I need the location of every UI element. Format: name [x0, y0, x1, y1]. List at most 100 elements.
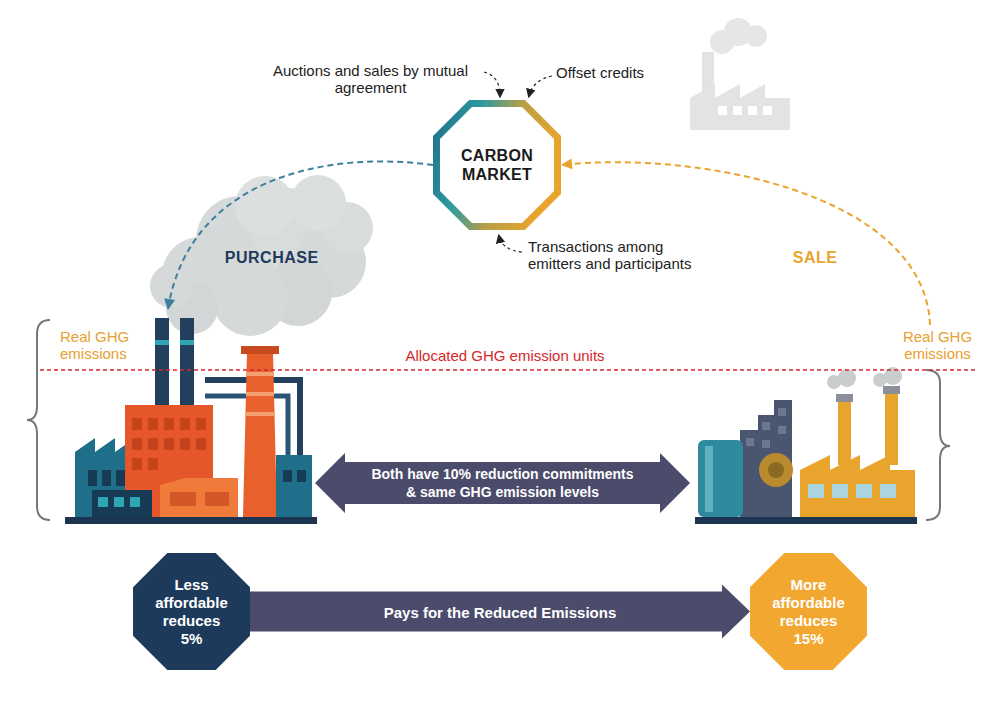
node-text: Real GHG emissions: [60, 328, 155, 363]
dashed-arrow: [561, 158, 930, 325]
right-factory-illustration: [695, 367, 917, 524]
leader-line: [499, 236, 522, 252]
node-text: Real GHG emissions: [895, 328, 980, 363]
dashed-curve: [561, 162, 930, 325]
chimney: [885, 392, 898, 465]
window: [762, 440, 770, 448]
leader-line: [484, 72, 500, 96]
window: [170, 492, 196, 506]
front-building: [160, 478, 238, 517]
window: [748, 106, 757, 115]
window: [148, 438, 158, 450]
block-arrow: [315, 453, 690, 513]
window: [132, 458, 142, 470]
chimney-top: [836, 394, 853, 402]
window: [88, 470, 97, 486]
factory-silhouette: [690, 84, 790, 130]
background-factory: [690, 18, 790, 130]
octagon-shape: [750, 553, 867, 670]
machine-drum: [759, 453, 793, 487]
window: [114, 497, 124, 507]
window: [297, 470, 306, 482]
side-building: [276, 455, 312, 517]
line-label: Allocated GHG emission units: [380, 347, 630, 364]
window: [164, 418, 174, 430]
window: [132, 438, 142, 450]
window: [778, 426, 786, 434]
edge-label: SALE: [793, 249, 838, 267]
low-building: [92, 490, 152, 517]
window: [102, 470, 111, 486]
tower-stripe: [245, 412, 275, 416]
block-arrow: [250, 585, 750, 639]
window: [205, 492, 229, 506]
chimney: [838, 400, 851, 465]
window: [148, 458, 158, 470]
storage-tank: [698, 440, 743, 517]
edge-label: Both have 10% reduction commitments & sa…: [368, 466, 638, 501]
stepped-building: [740, 400, 792, 517]
window: [196, 438, 206, 450]
bracket: [27, 320, 50, 520]
tank-highlight: [705, 446, 713, 512]
window: [116, 470, 125, 486]
window: [180, 418, 190, 430]
window: [808, 484, 824, 498]
edge-label: Pays for the Reduced Emissions: [384, 603, 617, 620]
node-text: Less affordable reduces 5%: [153, 576, 231, 648]
window: [763, 106, 772, 115]
sawtooth-building: [800, 455, 915, 517]
tower-cap: [241, 346, 279, 354]
window: [283, 470, 292, 482]
chimney: [155, 318, 169, 418]
machine-hub: [768, 462, 784, 478]
window: [832, 484, 848, 498]
cloud-puff: [235, 176, 295, 236]
bracket: [926, 370, 950, 520]
cloud-puff: [212, 260, 288, 336]
tower-stripe: [246, 392, 274, 396]
reduction-octagon: More affordable reduces 15%: [750, 553, 867, 670]
window: [148, 418, 158, 430]
window: [856, 484, 872, 498]
callout-text: Transactions among emitters and particip…: [528, 238, 713, 273]
arrow-head: [561, 158, 573, 169]
chimney-band: [155, 340, 169, 345]
smoke-puff: [838, 369, 856, 387]
reduction-octagon: Less affordable reduces 5%: [133, 553, 250, 670]
octagon-outline: [433, 100, 561, 230]
window: [130, 497, 140, 507]
emitter-factory: Real GHG emissions: [40, 310, 315, 525]
ground: [695, 517, 917, 524]
market-octagon: CARBON MARKET: [433, 100, 561, 230]
window: [180, 438, 190, 450]
block-arrow-shape: [250, 585, 750, 639]
chimney-top: [883, 386, 900, 394]
smoke-cloud: [150, 175, 373, 336]
smoke-puff: [745, 25, 767, 47]
ground: [65, 517, 317, 524]
node-text: CARBON MARKET: [457, 146, 537, 184]
cloud-puff: [290, 175, 346, 231]
allocation-line: [40, 369, 975, 371]
window: [196, 418, 206, 430]
window: [733, 106, 742, 115]
window: [718, 106, 727, 115]
window: [746, 438, 754, 446]
node-text: More affordable reduces 15%: [770, 576, 848, 648]
window: [132, 418, 142, 430]
smoke-puff: [884, 367, 902, 385]
window: [762, 422, 770, 430]
edge-label: PURCHASE: [225, 249, 319, 267]
window: [164, 438, 174, 450]
tower-stripe: [246, 372, 274, 376]
window: [98, 497, 108, 507]
arrow-head: [164, 298, 175, 310]
tall-tower: [243, 352, 277, 517]
octagon-shape: [437, 104, 558, 227]
block-arrow-shape: [315, 453, 690, 513]
window: [880, 484, 896, 498]
window: [778, 408, 786, 416]
dashed-arrow: [164, 161, 433, 310]
